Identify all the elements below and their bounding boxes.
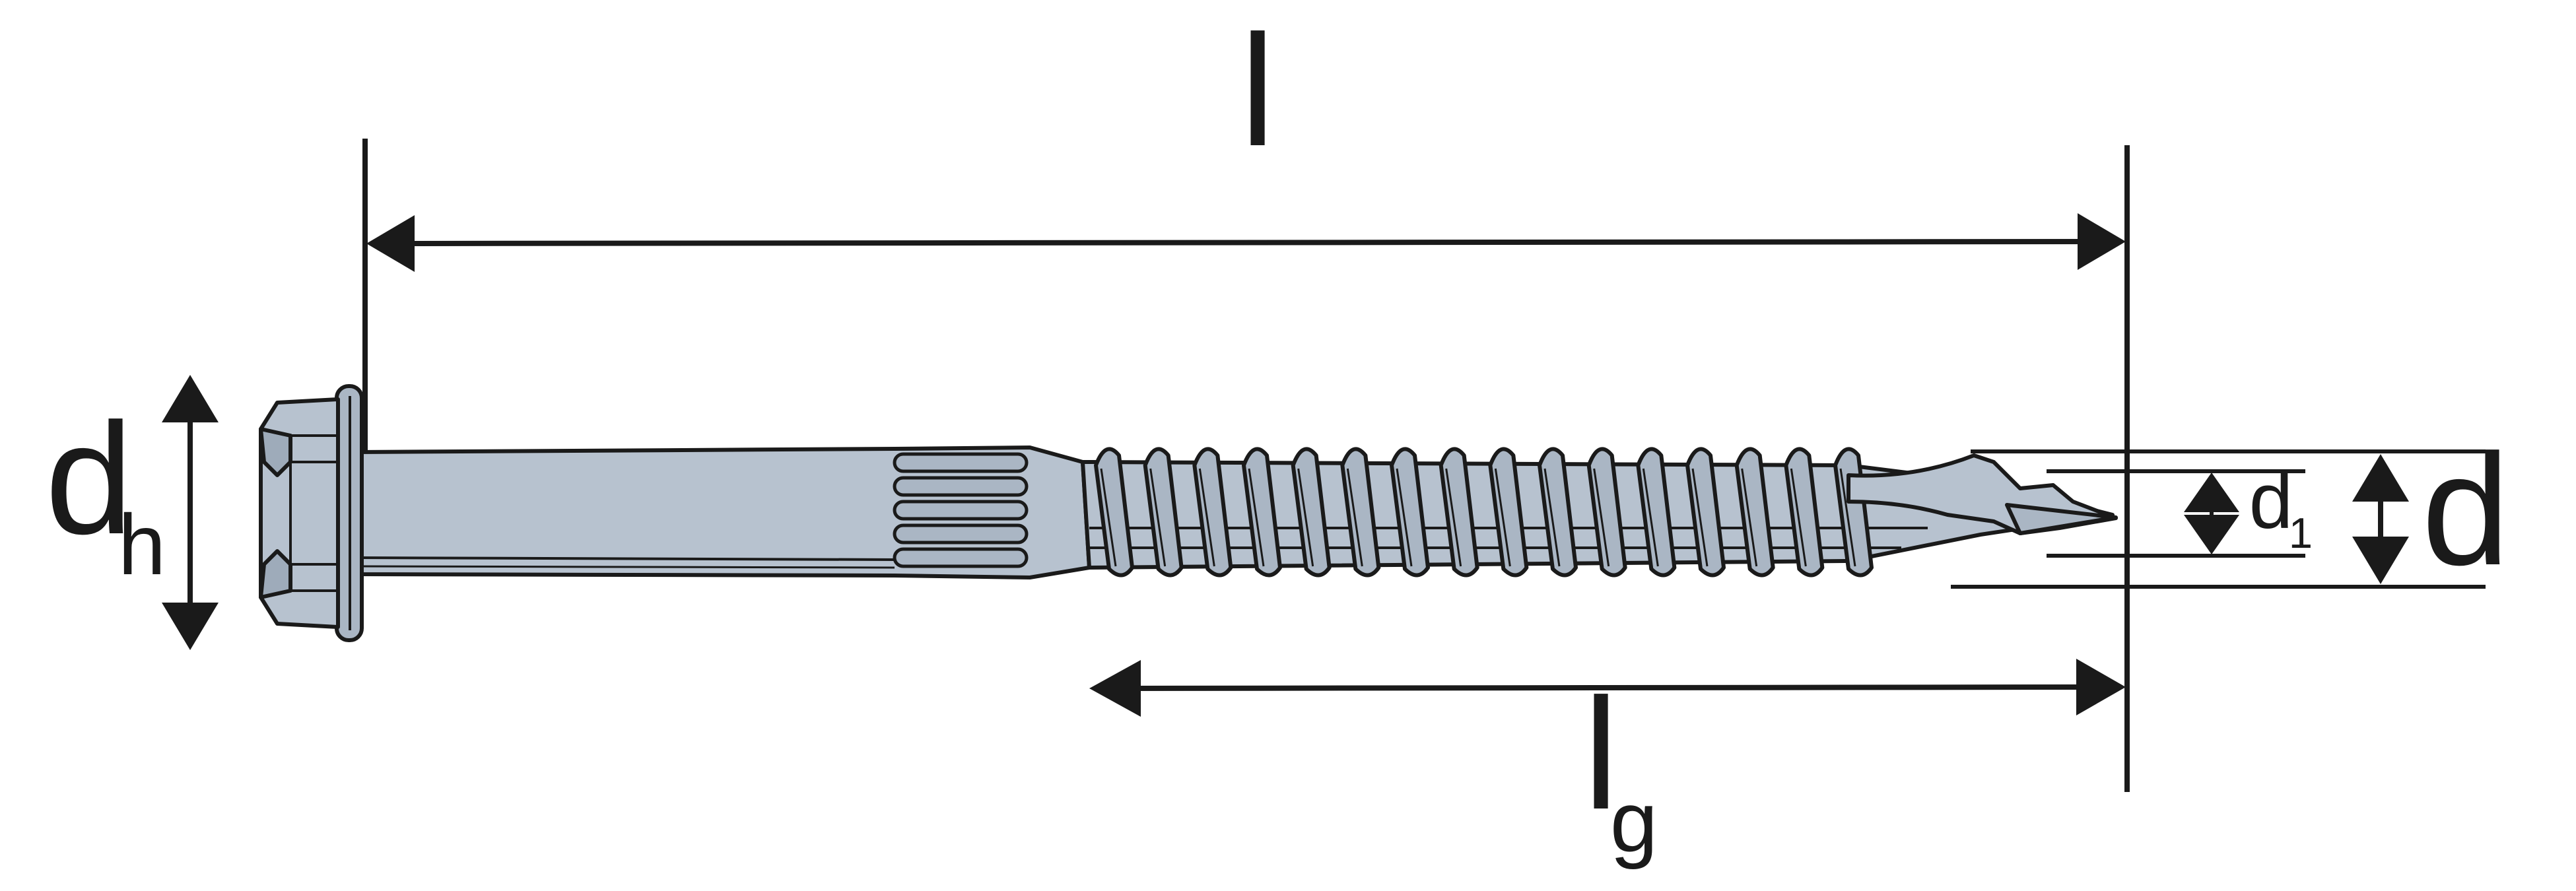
length-l-line	[395, 239, 2093, 246]
thread-flank-line	[1248, 468, 1265, 567]
label-lg-main: l	[1583, 665, 1618, 842]
arrow-l-left	[366, 215, 415, 272]
shank-shadow-line	[359, 565, 895, 569]
thread-crest	[1291, 447, 1332, 578]
dimension-lines	[187, 139, 2486, 792]
thread-flank-line	[1691, 468, 1709, 567]
arrow-dh-top	[162, 375, 219, 422]
label-dh-main: d	[45, 390, 133, 567]
arrow-d1-top	[2184, 473, 2239, 512]
thread-crest	[1390, 447, 1430, 578]
thread-crest	[1192, 447, 1233, 578]
arrow-lg-right	[2076, 659, 2126, 715]
thread-crest	[1094, 447, 1134, 578]
thread-flank-line	[1149, 468, 1167, 567]
thread-flank-line	[1445, 468, 1462, 567]
label-dh-sub: h	[118, 496, 166, 593]
rib	[893, 547, 1029, 568]
arrow-l-right	[2078, 213, 2126, 270]
thread-crest	[1439, 447, 1479, 578]
thread-crest	[1685, 447, 1726, 578]
thread-flank-line	[1543, 468, 1561, 567]
screw	[259, 384, 2118, 642]
thread-crest	[1636, 447, 1677, 578]
thread-flank-line	[1593, 468, 1610, 567]
rib	[893, 452, 1029, 473]
rib	[893, 523, 1029, 544]
arrow-d1-bottom	[2184, 515, 2239, 554]
label-d1-main: d	[2249, 457, 2293, 545]
label-lg-sub: g	[1610, 774, 1658, 870]
labels: l l g d h d d 1	[45, 2, 2509, 870]
thread-crest	[1143, 447, 1184, 578]
thread-flank-line	[1198, 468, 1215, 567]
thread-flank-line	[1346, 468, 1363, 567]
hex-facet-bottom	[259, 549, 292, 599]
thread-crest	[1488, 447, 1529, 578]
thread-flank-line	[1396, 468, 1413, 567]
arrow-d-bottom	[2352, 537, 2409, 584]
ribbed-section	[893, 452, 1029, 568]
thread-flank-line	[1790, 468, 1807, 567]
tip-point	[2005, 503, 2118, 535]
thread-flank-line	[1642, 468, 1659, 567]
thread-crest	[1734, 447, 1775, 578]
rib	[893, 500, 1029, 521]
shank-highlight	[359, 556, 895, 561]
hex-facet-top	[259, 427, 292, 477]
label-l: l	[1240, 2, 1275, 179]
length-lg-line	[1130, 684, 2093, 691]
thread-crest	[1340, 447, 1381, 578]
label-d: d	[2422, 421, 2509, 598]
arrow-lg-left	[1089, 660, 1141, 717]
thread-crests	[1094, 447, 1874, 578]
arrow-d-top	[2352, 454, 2409, 502]
thread-crest	[1784, 447, 1825, 578]
arrow-dh-bottom	[162, 603, 219, 650]
thread-flank-line	[1100, 468, 1117, 567]
label-d1-sub: 1	[2289, 509, 2313, 557]
thread-flank-line	[1297, 468, 1314, 567]
thread-crest	[1538, 447, 1578, 578]
rib	[893, 476, 1029, 497]
thread-crest	[1242, 447, 1282, 578]
thread-flank-line	[1494, 468, 1511, 567]
thread-crest	[1833, 447, 1874, 578]
thread-flank-line	[1839, 468, 1856, 567]
thread-crest	[1586, 447, 1627, 578]
arrowheads	[162, 213, 2409, 717]
thread-flank-line	[1741, 468, 1758, 567]
